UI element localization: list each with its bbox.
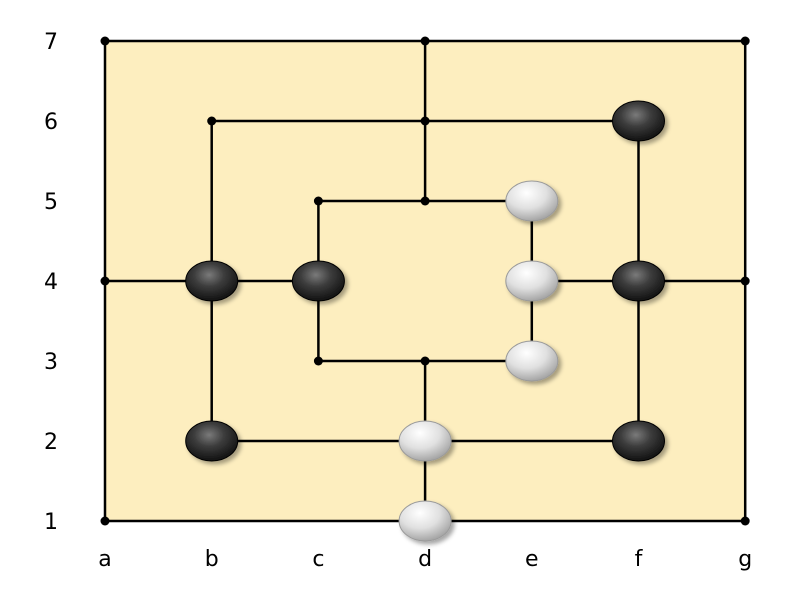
rank-label-2: 2	[44, 430, 58, 455]
rank-label-6: 6	[44, 110, 58, 135]
board-point-a4[interactable]	[100, 276, 110, 286]
white-stone-e4[interactable]	[505, 260, 559, 302]
rank-label-7: 7	[44, 30, 58, 55]
rank-label-5: 5	[44, 190, 58, 215]
file-label-b: b	[205, 547, 219, 572]
board-point-c5[interactable]	[313, 196, 323, 206]
rank-label-3: 3	[44, 350, 58, 375]
white-stone-e3[interactable]	[505, 340, 559, 382]
black-stone-c4[interactable]	[291, 260, 345, 302]
black-stone-f4[interactable]	[612, 260, 665, 302]
coordinate-labels: 1 2 3 4 5 6 7 a b c d e f g	[44, 30, 752, 572]
file-label-a: a	[98, 547, 111, 572]
rank-label-4: 4	[44, 270, 58, 295]
file-label-d: d	[418, 547, 432, 572]
file-label-f: f	[635, 547, 644, 572]
board-point-b6[interactable]	[207, 116, 217, 126]
black-stone-f2[interactable]	[612, 420, 665, 462]
rank-label-1: 1	[44, 510, 58, 535]
board-point-d3[interactable]	[420, 356, 430, 366]
board-point-d6[interactable]	[420, 116, 430, 126]
board-point-a1[interactable]	[100, 516, 110, 526]
board-point-g7[interactable]	[740, 36, 750, 46]
white-stone-e5[interactable]	[505, 180, 559, 222]
file-label-c: c	[312, 547, 324, 572]
board-point-g1[interactable]	[740, 516, 750, 526]
black-stone-f6[interactable]	[612, 100, 665, 142]
black-stone-b4[interactable]	[185, 260, 239, 302]
board-point-d7[interactable]	[420, 36, 430, 46]
board-point-d5[interactable]	[420, 196, 430, 206]
stones	[185, 100, 665, 542]
black-stone-b2[interactable]	[185, 420, 239, 462]
board-point-c3[interactable]	[313, 356, 323, 366]
file-label-e: e	[525, 547, 539, 572]
board-point-a7[interactable]	[100, 36, 110, 46]
white-stone-d2[interactable]	[398, 420, 452, 462]
white-stone-d1[interactable]	[398, 500, 452, 542]
board-point-g4[interactable]	[740, 276, 750, 286]
file-label-g: g	[738, 547, 752, 572]
